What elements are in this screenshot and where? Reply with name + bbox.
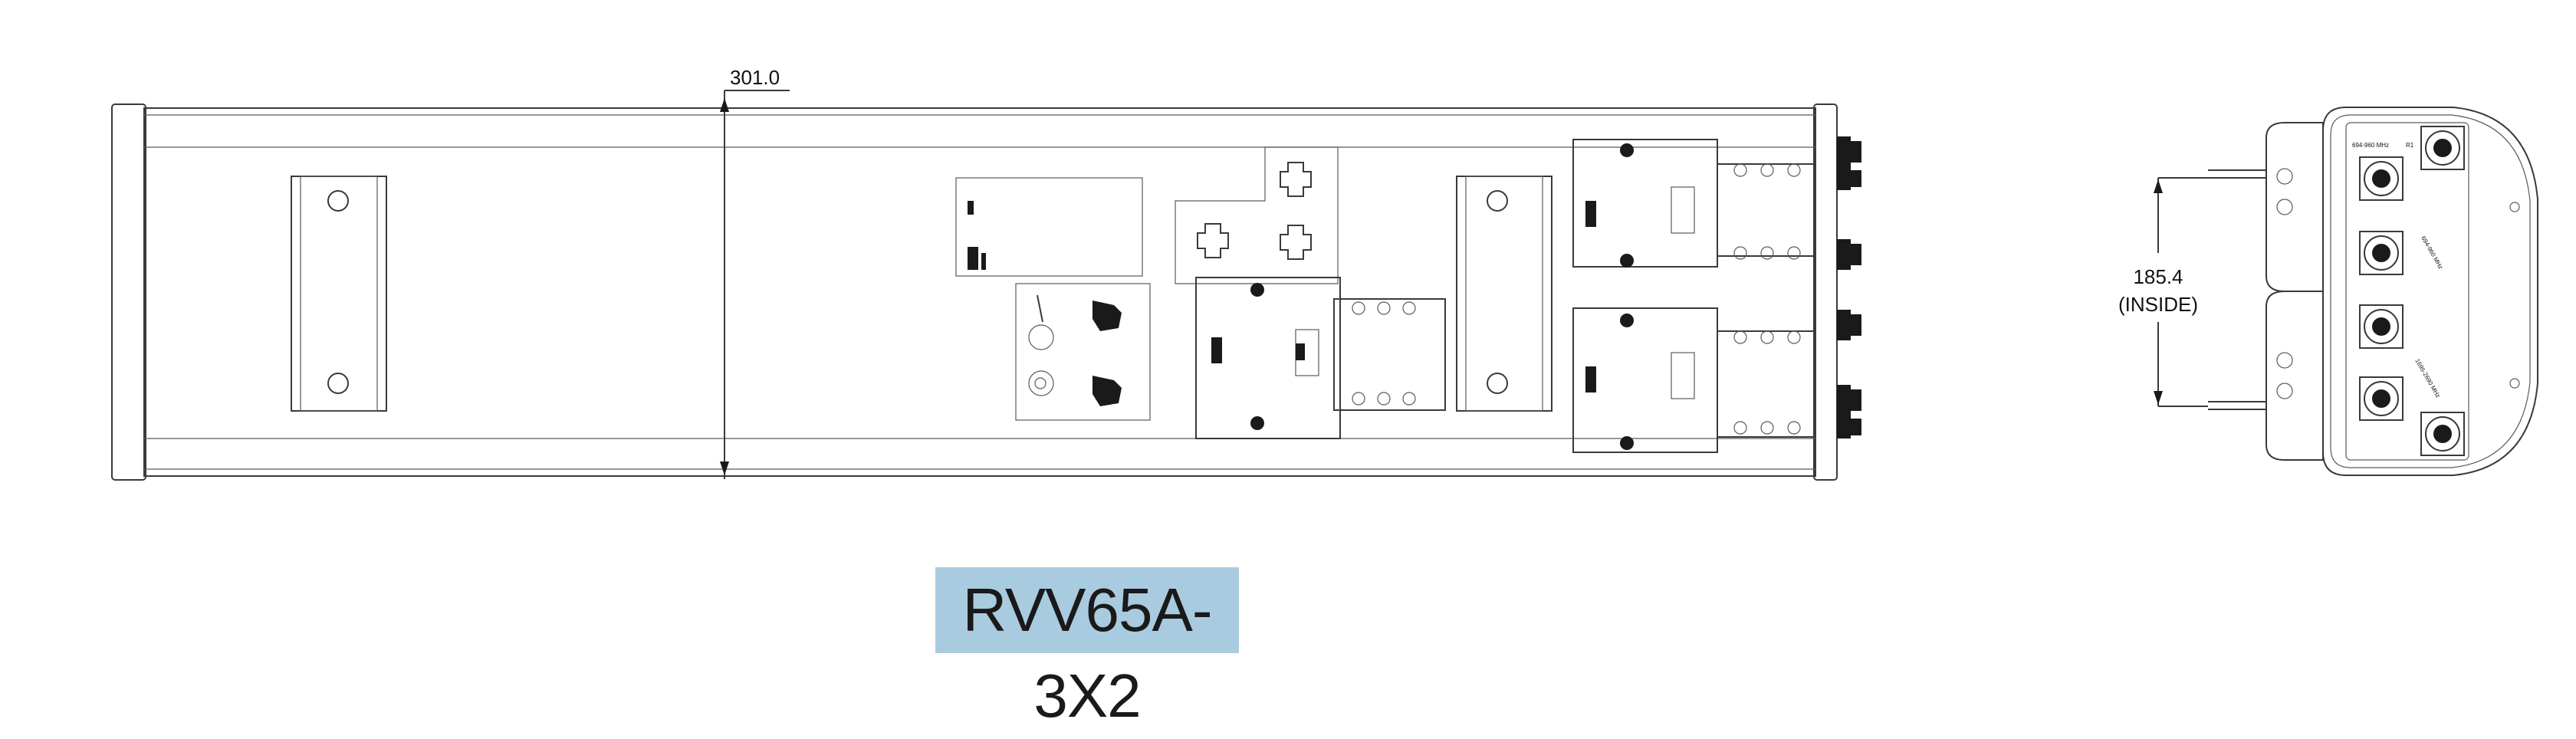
label-plate — [955, 177, 1143, 277]
middle-port-band: 694-960 MHz — [2420, 235, 2444, 271]
mounting-bracket-left — [291, 176, 387, 412]
connector-stack — [1837, 136, 1861, 438]
bottom-port-band: 1695-2690 MHz — [2413, 358, 2441, 399]
length-dimension-label: 301.0 — [730, 66, 780, 89]
inside-dimension-value: 185.4 — [2133, 265, 2183, 288]
technical-drawing: 301.0 — [111, 66, 2538, 481]
inside-dimension-note: (INSIDE) — [2118, 293, 2198, 316]
top-port-id: R1 — [2406, 142, 2414, 149]
radome-body — [143, 107, 1816, 477]
ret-module-center — [1195, 277, 1446, 439]
model-label: RVV65A-3X2 — [935, 567, 1239, 730]
ret-module-upper — [1572, 139, 1816, 268]
install-pictograms — [1015, 283, 1151, 421]
side-view: 301.0 — [111, 66, 1861, 481]
end-view-connectors — [2359, 126, 2465, 456]
end-view-housing — [2322, 107, 2538, 476]
top-port-band: 694-960 MHz — [2352, 142, 2389, 149]
ret-module-lower — [1572, 307, 1816, 453]
port-marking-plate — [1175, 146, 1339, 284]
length-dimension: 301.0 — [720, 66, 790, 479]
right-end-cap — [1813, 103, 1838, 481]
left-end-cap — [111, 103, 146, 481]
mounting-bracket-right — [1456, 176, 1552, 412]
end-view: 185.4 (INSIDE) 694-96 — [2118, 107, 2538, 476]
inside-dimension: 185.4 (INSIDE) — [2118, 177, 2208, 407]
